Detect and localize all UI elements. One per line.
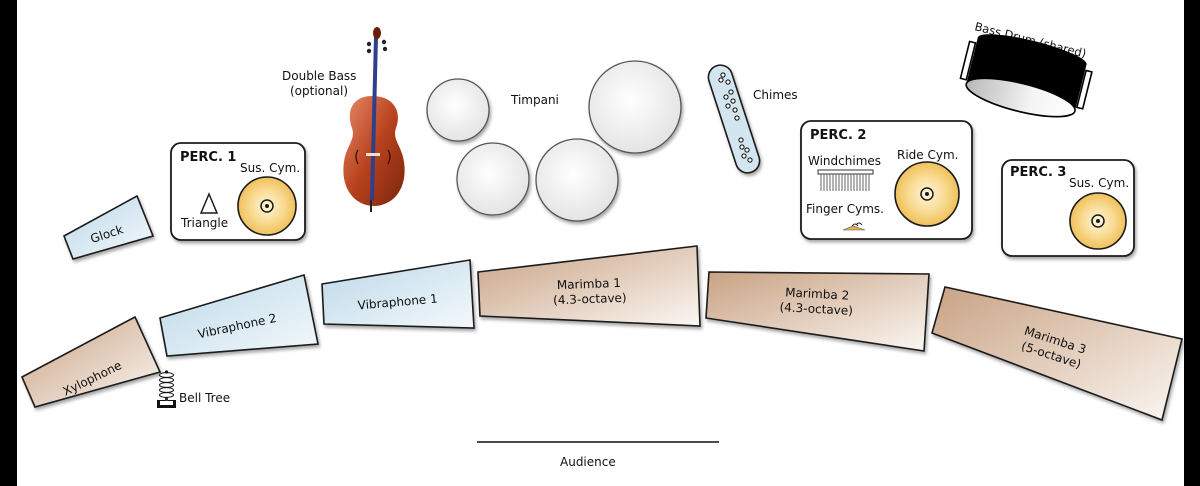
perc-2-title: PERC. 2 [810,128,866,143]
chimes-label: Chimes [753,88,798,102]
marimba-1-sublabel: (4.3-octave) [553,291,627,308]
timpani-drum-4[interactable] [588,60,682,154]
perc-1-triangle-label: Triangle [180,216,228,230]
ride-cymbal-icon [894,161,960,227]
audience-label: Audience [560,455,616,469]
perc-2-ride-cym-label: Ride Cym. [897,148,958,162]
keyboard-vibraphone-1[interactable]: Vibraphone 1 [321,259,475,329]
audience-marker: Audience [477,441,719,469]
vibraphone-1-label: Vibraphone 1 [357,292,438,313]
finger-cymbals-icon [842,222,866,231]
double-bass[interactable]: Double Bass (optional) [282,27,405,212]
chimes-icon [707,64,761,174]
bell-tree-icon [157,370,176,408]
timpani-label: Timpani [510,93,559,107]
right-bar [1184,0,1200,486]
timpani[interactable]: Timpani [426,60,682,222]
left-bar [0,0,17,486]
keyboard-marimba-3[interactable]: Marimba 3 (5-octave) [931,286,1183,422]
marimba-2-sublabel: (4.3-octave) [779,300,853,318]
timpani-drum-1[interactable] [426,78,490,142]
bass-drum-icon [959,34,1093,118]
perc-2-finger-cyms-label: Finger Cyms. [806,202,884,216]
suspended-cymbal-icon [1069,192,1127,250]
bell-tree-label: Bell Tree [179,391,230,405]
perc-1-sus-cym-label: Sus. Cym. [240,161,300,175]
triangle-icon [199,192,219,214]
keyboard-marimba-1[interactable]: Marimba 1 (4.3-octave) [477,245,701,327]
double-bass-label: Double Bass [282,69,356,83]
chimes[interactable]: Chimes [705,62,798,176]
bell-tree[interactable]: Bell Tree [157,370,230,408]
keyboard-vibraphone-2[interactable]: Vibraphone 2 [159,273,319,357]
perc-3-sus-cym-label: Sus. Cym. [1069,176,1129,190]
perc-1-title: PERC. 1 [180,150,236,165]
perc-2-windchimes-label: Windchimes [808,154,881,168]
timpani-drum-3[interactable] [535,138,619,222]
perc-3-title: PERC. 3 [1010,165,1066,180]
chime-tubes [718,72,753,163]
marimba-2-label: Marimba 2 [785,285,850,302]
keyboard-glock[interactable]: Glock [62,194,155,260]
double-bass-sublabel: (optional) [290,84,348,98]
station-perc-1[interactable]: PERC. 1 Sus. Cym. Triangle [170,142,306,241]
double-bass-icon [343,27,405,212]
timpani-drum-2[interactable] [456,142,530,216]
station-perc-3[interactable]: PERC. 3 Sus. Cym. [1001,159,1135,257]
suspended-cymbal-icon [237,176,297,236]
keyboard-marimba-2[interactable]: Marimba 2 (4.3-octave) [705,271,930,352]
station-perc-2[interactable]: PERC. 2 Windchimes Ride Cym. Finger Cyms… [800,120,973,240]
windchimes-icon [817,169,874,191]
marimba-1-label: Marimba 1 [557,276,622,292]
